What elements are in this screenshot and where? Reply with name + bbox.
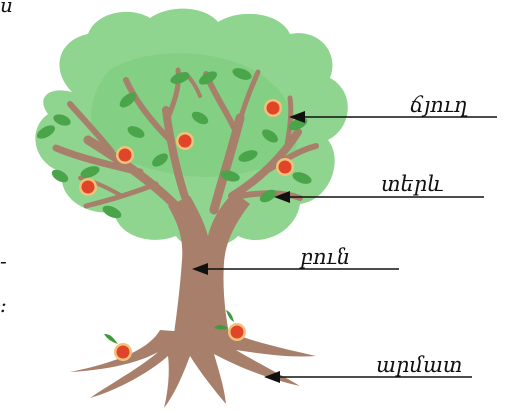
- leaf: [262, 129, 278, 143]
- leaf: [170, 72, 190, 84]
- fruit: [116, 146, 134, 164]
- leaf: [36, 125, 56, 139]
- edge-fragment-colon: :: [0, 293, 7, 317]
- edge-fragment-top-left: ս: [0, 0, 13, 17]
- edge-fragment-dash: -: [0, 249, 7, 273]
- tree-roots: [70, 330, 316, 408]
- leaf: [119, 92, 137, 108]
- leaf: [292, 172, 312, 184]
- leaf: [232, 68, 252, 80]
- branch-label: ճյուղ: [410, 93, 468, 117]
- fallen-fruits: [104, 310, 246, 361]
- root-arrowhead: [264, 371, 280, 383]
- branch-arrowhead: [289, 111, 305, 123]
- root-shape: [70, 330, 316, 408]
- leaf: [238, 150, 258, 162]
- tree-fruits: [79, 99, 294, 196]
- leaf: [51, 169, 69, 183]
- label-branch: ճյուղ: [289, 93, 497, 123]
- leaf-label: տերև: [381, 172, 444, 196]
- fallen-fruit: [104, 334, 132, 361]
- trunk-arrowhead: [192, 263, 208, 275]
- root-label: արմատ: [376, 353, 462, 377]
- leaf-arrowhead: [274, 191, 290, 203]
- fruit: [276, 158, 294, 176]
- trunk-shape: [168, 192, 250, 348]
- leaf: [259, 189, 277, 203]
- leaf: [127, 126, 145, 138]
- leaf: [152, 153, 168, 167]
- leaf: [102, 205, 122, 219]
- label-leaf: տերև: [274, 172, 484, 203]
- leaf: [220, 170, 240, 182]
- fruit: [264, 99, 282, 117]
- fruit: [79, 178, 97, 196]
- leaf: [80, 166, 100, 178]
- fallen-fruit: [214, 310, 246, 341]
- fruit: [176, 132, 194, 150]
- label-root: արմատ: [264, 353, 472, 383]
- trunk-label: բուն: [299, 245, 350, 269]
- label-trunk: բուն: [192, 245, 399, 275]
- leaf: [191, 111, 209, 125]
- leaf: [198, 71, 218, 85]
- leaf: [53, 114, 71, 126]
